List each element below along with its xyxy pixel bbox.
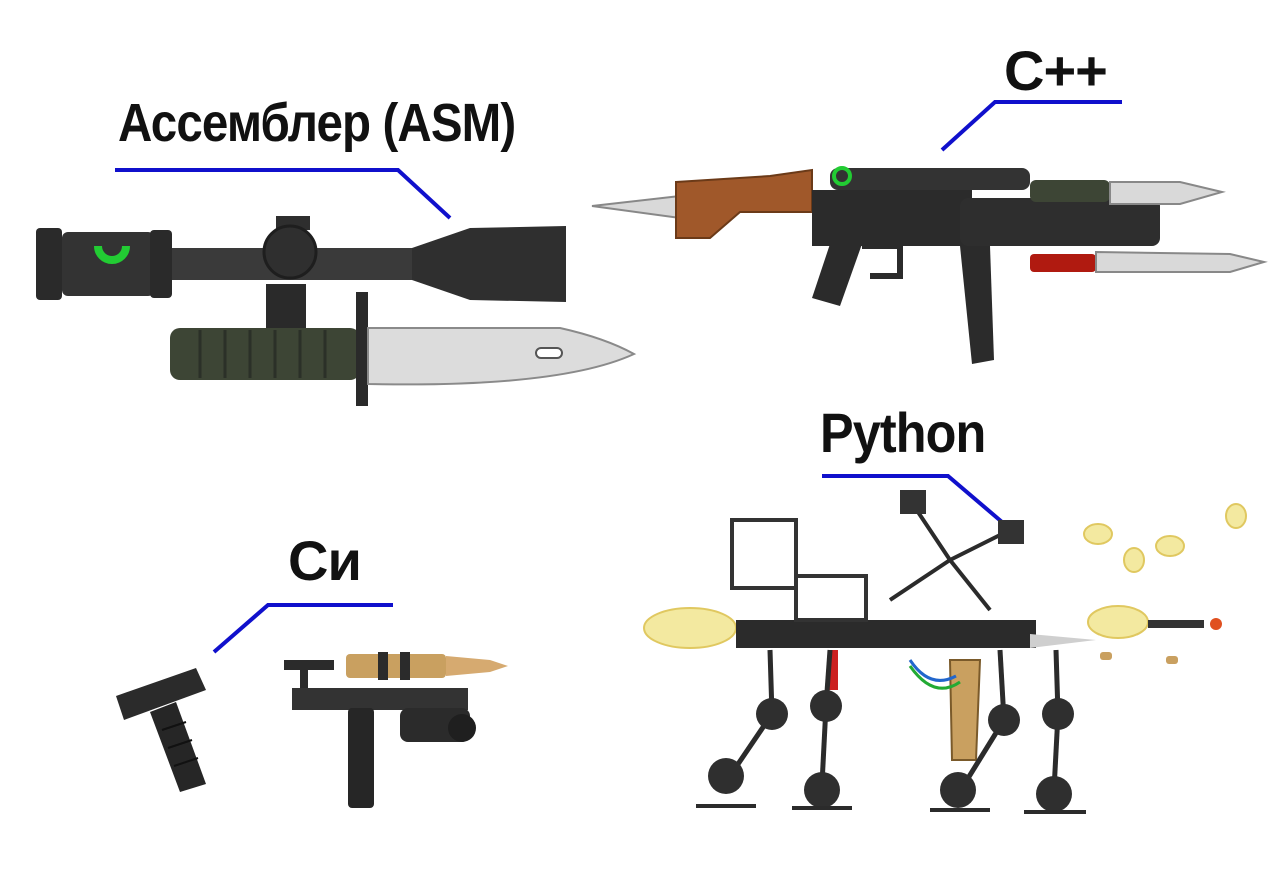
label-c: Си (288, 529, 362, 592)
handgun-frame-icon (284, 652, 508, 808)
leader-lines (115, 100, 1122, 654)
label-python: Python (820, 401, 986, 464)
rifle-icon (591, 166, 1268, 364)
leader-line-c (212, 603, 393, 654)
leader-line-asm (115, 168, 452, 220)
label-cpp: C++ (1004, 39, 1108, 102)
sniper-scope-icon (36, 216, 566, 340)
foregrip-icon (116, 668, 206, 792)
leader-line-python (822, 474, 1004, 524)
robot-gun-icon (643, 490, 1247, 814)
leader-line-cpp (940, 100, 1122, 152)
label-asm: Ассемблер (ASM) (118, 93, 516, 153)
bayonet-icon (170, 292, 637, 406)
